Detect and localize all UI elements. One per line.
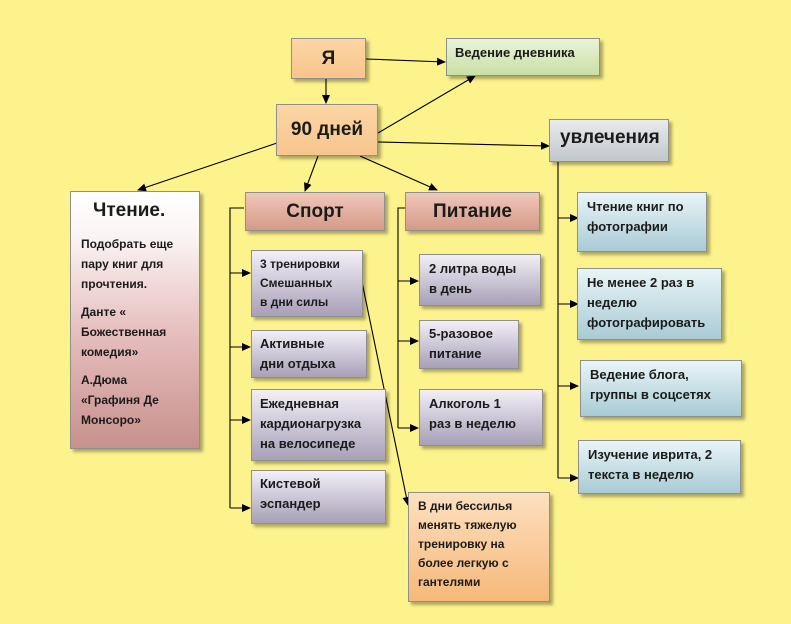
food-item-3: Алкоголь 1 раз в неделю xyxy=(419,389,543,446)
node-90-days: 90 дней xyxy=(276,104,378,156)
hobby-item-1: Чтение книг по фотографии xyxy=(577,192,707,252)
hobby-item-2: Не менее 2 раз в неделю фотографировать xyxy=(577,268,722,340)
arrow-90days-to-hobbies xyxy=(377,141,550,150)
hobby-item-4: Изучение иврита, 2 текста в неделю xyxy=(578,440,741,494)
sport-note: В дни бессилья менять тяжелую тренировку… xyxy=(408,492,550,602)
node-sport: Спорт xyxy=(245,192,385,231)
reading-para-1: Подобрать еще пару книг для прочтения. xyxy=(81,237,174,291)
sport-bracket xyxy=(229,207,244,508)
hobby-item-3: Ведение блога, группы в соцсетях xyxy=(580,360,742,417)
arrow-90days-to-food xyxy=(359,155,438,191)
reading-para-3: А.Дюма «Графиня Де Монсоро» xyxy=(81,373,159,427)
arrow-me-to-diary xyxy=(365,57,446,66)
node-me: Я xyxy=(291,38,366,79)
sport-item-2: Активные дни отдыха xyxy=(251,330,367,378)
node-diary: Ведение дневника xyxy=(446,38,600,76)
node-reading: Чтение. Подобрать еще пару книг для проч… xyxy=(70,191,200,449)
reading-title: Чтение. xyxy=(93,200,166,221)
food-item-2: 5-разовое питание xyxy=(419,320,519,369)
arrow-90days-to-diary xyxy=(377,75,476,134)
node-food: Питание xyxy=(405,192,540,231)
food-bracket xyxy=(397,207,405,428)
sport-item-3: Ежедневная кардионагрузка на велосипеде xyxy=(251,389,386,461)
sport-item-4: Кистевой эспандер xyxy=(251,470,386,524)
node-hobbies: увлечения xyxy=(549,119,669,162)
arrow-90days-to-sport xyxy=(304,155,319,192)
sport-item-1: 3 тренировки Смешанных в дни силы xyxy=(251,250,363,317)
reading-para-2: Данте « Божественная комедия» xyxy=(81,305,167,359)
food-item-1: 2 литра воды в день xyxy=(419,254,541,306)
arrow-90days-to-reading xyxy=(137,142,278,192)
